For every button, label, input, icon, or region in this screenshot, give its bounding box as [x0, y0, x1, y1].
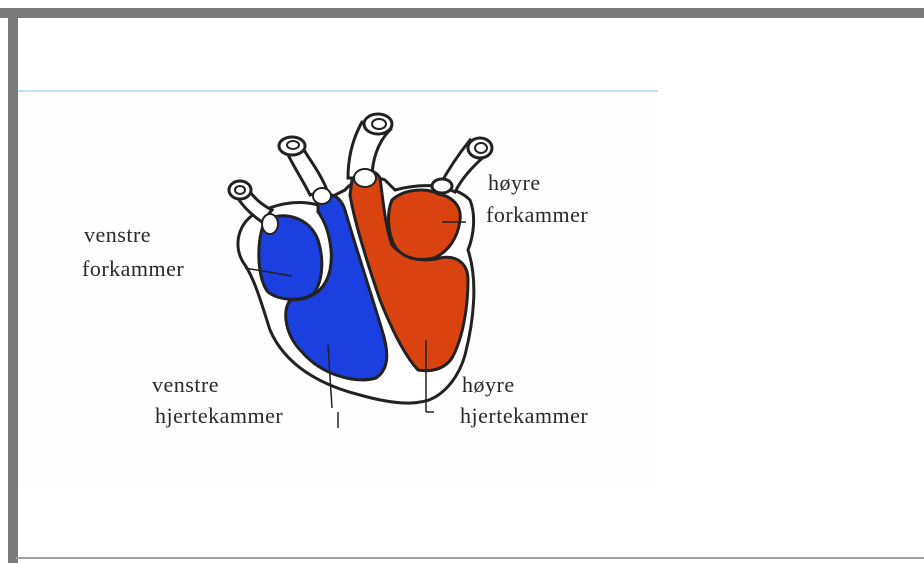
vessel-left-lumen [287, 141, 299, 149]
vessel-center-lumen [372, 119, 386, 129]
label-left-atrium-line1: venstre [84, 222, 151, 247]
label-left-ventricle-line2: hjertekammer [155, 403, 283, 428]
label-right-atrium-line1: høyre [488, 170, 541, 195]
left-ventricle-vessel-opening [313, 188, 331, 204]
vessel-right-lumen [475, 143, 487, 153]
label-right-ventricle-line1: høyre [462, 372, 515, 397]
right-ventricle-vessel-opening [354, 169, 376, 187]
left-atrium-vessel-opening [262, 214, 278, 234]
label-right-atrium-line2: forkammer [486, 202, 588, 227]
vessel-far-left-lumen [235, 186, 245, 194]
label-left-atrium-line2: forkammer [82, 256, 184, 281]
label-right-ventricle-line2: hjertekammer [460, 403, 588, 428]
label-left-ventricle-line1: venstre [152, 372, 219, 397]
